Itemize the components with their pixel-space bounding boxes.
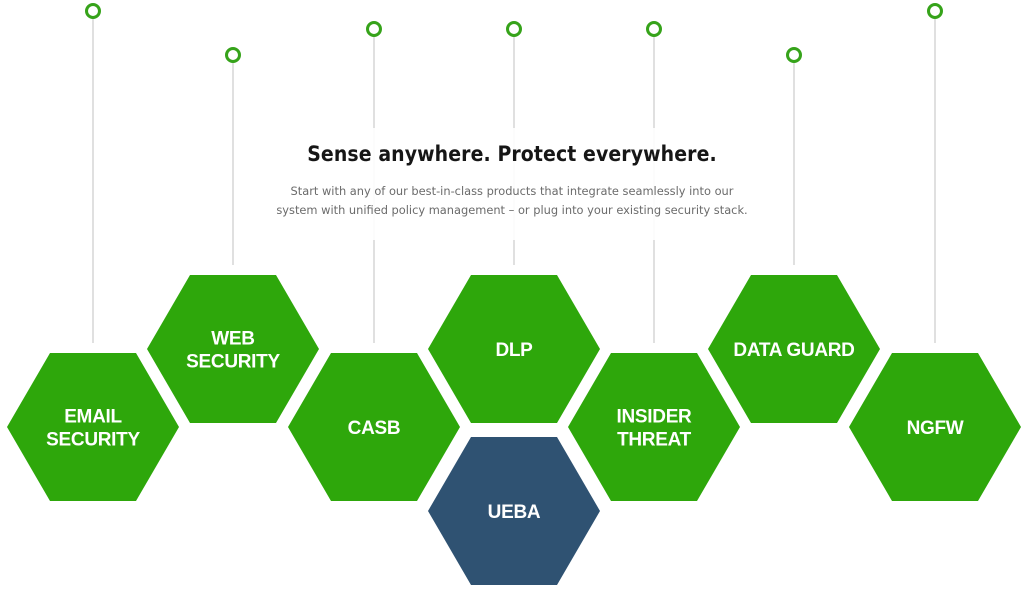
hexagon-shape bbox=[849, 353, 1021, 501]
intro-description-line-2: system with unified policy management – … bbox=[276, 203, 748, 217]
hexagon-shape bbox=[428, 437, 600, 585]
product-label: WEB bbox=[211, 329, 254, 350]
product-label: INSIDER bbox=[617, 407, 693, 428]
intro-block: Sense anywhere. Protect everywhere. Star… bbox=[262, 128, 762, 240]
node-ring-icon bbox=[366, 21, 382, 37]
product-label: UEBA bbox=[488, 502, 541, 523]
product-hex-ngfw[interactable]: NGFW bbox=[849, 353, 1021, 501]
hexagon-shape bbox=[708, 275, 880, 423]
product-hex-casb[interactable]: CASB bbox=[288, 353, 460, 501]
product-label: DATA GUARD bbox=[733, 340, 854, 361]
hexagon-shape bbox=[288, 353, 460, 501]
hexagon-shape bbox=[147, 275, 319, 423]
product-hexagons: EMAILSECURITYWEBSECURITYCASBDLPUEBAINSID… bbox=[7, 275, 1021, 585]
node-ring-icon bbox=[85, 3, 101, 19]
node-ring-icon bbox=[225, 47, 241, 63]
product-hex-data-guard[interactable]: DATA GUARD bbox=[708, 275, 880, 423]
product-label: THREAT bbox=[617, 430, 692, 451]
node-ring-icon bbox=[786, 47, 802, 63]
product-hex-ueba[interactable]: UEBA bbox=[428, 437, 600, 585]
product-label: SECURITY bbox=[46, 430, 140, 451]
intro-description: Start with any of our best-in-class prod… bbox=[272, 182, 752, 220]
product-label: SECURITY bbox=[186, 352, 280, 373]
node-ring-icon bbox=[506, 21, 522, 37]
product-label: NGFW bbox=[907, 418, 964, 439]
product-label: DLP bbox=[495, 340, 533, 361]
product-hex-dlp[interactable]: DLP bbox=[428, 275, 600, 423]
product-label: CASB bbox=[348, 418, 401, 439]
node-ring-icon bbox=[646, 21, 662, 37]
page-title: Sense anywhere. Protect everywhere. bbox=[307, 142, 717, 166]
intro-description-line-1: Start with any of our best-in-class prod… bbox=[290, 184, 734, 198]
hexagon-shape bbox=[568, 353, 740, 501]
hexagon-shape bbox=[428, 275, 600, 423]
node-ring-icon bbox=[927, 3, 943, 19]
hexagon-shape bbox=[7, 353, 179, 501]
product-label: EMAIL bbox=[64, 407, 122, 428]
